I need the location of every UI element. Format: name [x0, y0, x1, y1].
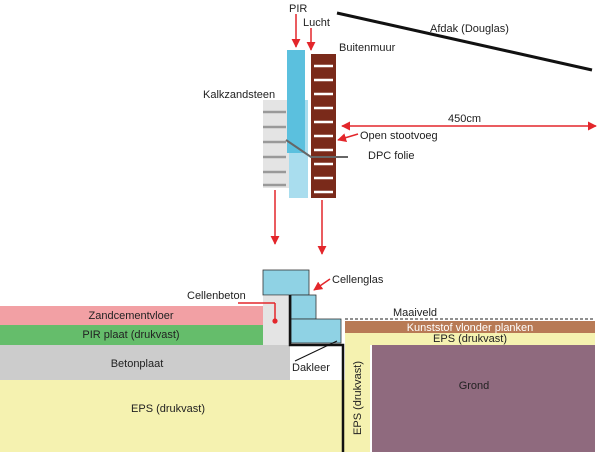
pir-layer: [287, 50, 305, 153]
eps-bottom-label: EPS (drukvast): [131, 403, 205, 415]
dakleer-pointer: [294, 340, 338, 362]
cellenglas-top-block: [262, 269, 310, 296]
kalkzandsteen-label: Kalkzandsteen: [203, 89, 275, 101]
eps-vertical-layer: [345, 345, 370, 452]
cellenglas-mid-block: [290, 294, 317, 320]
dpc-folie-label: DPC folie: [368, 150, 414, 162]
buitenmuur-mortar-joints: [314, 64, 333, 194]
kalkzandsteen-block: [263, 100, 291, 188]
zandcementvloer-layer: [0, 306, 263, 325]
zandcementvloer-label: Zandcementvloer: [89, 310, 174, 322]
pir-label: PIR: [289, 3, 307, 15]
open-stootvoeg-arrow: [337, 133, 359, 142]
pir-plaat-layer: [0, 325, 263, 345]
afdak-beam: [336, 11, 593, 72]
cellenglas-arrow: [313, 278, 331, 291]
buitenmuur-label: Buitenmuur: [339, 42, 396, 54]
grond-layer: [372, 345, 595, 452]
dpc-folie: [285, 139, 348, 158]
buitenmuur-brick: [311, 54, 336, 198]
eps-vertical-label: EPS (drukvast): [352, 361, 364, 435]
afdak-label: Afdak (Douglas): [430, 23, 509, 35]
dakleer-label: Dakleer: [292, 362, 330, 374]
lucht-label: Lucht: [303, 17, 330, 29]
cellenglas-label: Cellenglas: [332, 274, 384, 286]
dimension-label: 450cm: [448, 113, 481, 125]
eps-top-label: EPS (drukvast): [433, 333, 507, 345]
kunststof-vlonder-label: Kunststof vlonder planken: [407, 322, 534, 334]
eps-top-layer: [345, 333, 595, 345]
kalkzandsteen-courses: [263, 110, 286, 187]
cellenbeton-dot: [272, 318, 278, 324]
cellenbeton-label: Cellenbeton: [187, 290, 246, 302]
kunststof-vlonder-layer: [345, 321, 595, 333]
betonplaat-label: Betonplaat: [111, 358, 164, 370]
grond-label: Grond: [459, 380, 490, 392]
open-stootvoeg-label: Open stootvoeg: [360, 130, 438, 142]
maaiveld-label: Maaiveld: [393, 307, 437, 319]
betonplaat-layer: [0, 345, 290, 380]
dakleer-outline: [288, 295, 345, 452]
eps-bottom-layer: [0, 380, 345, 452]
cellenglas-bottom-block: [290, 318, 342, 344]
pir-plaat-label: PIR plaat (drukvast): [82, 329, 179, 341]
